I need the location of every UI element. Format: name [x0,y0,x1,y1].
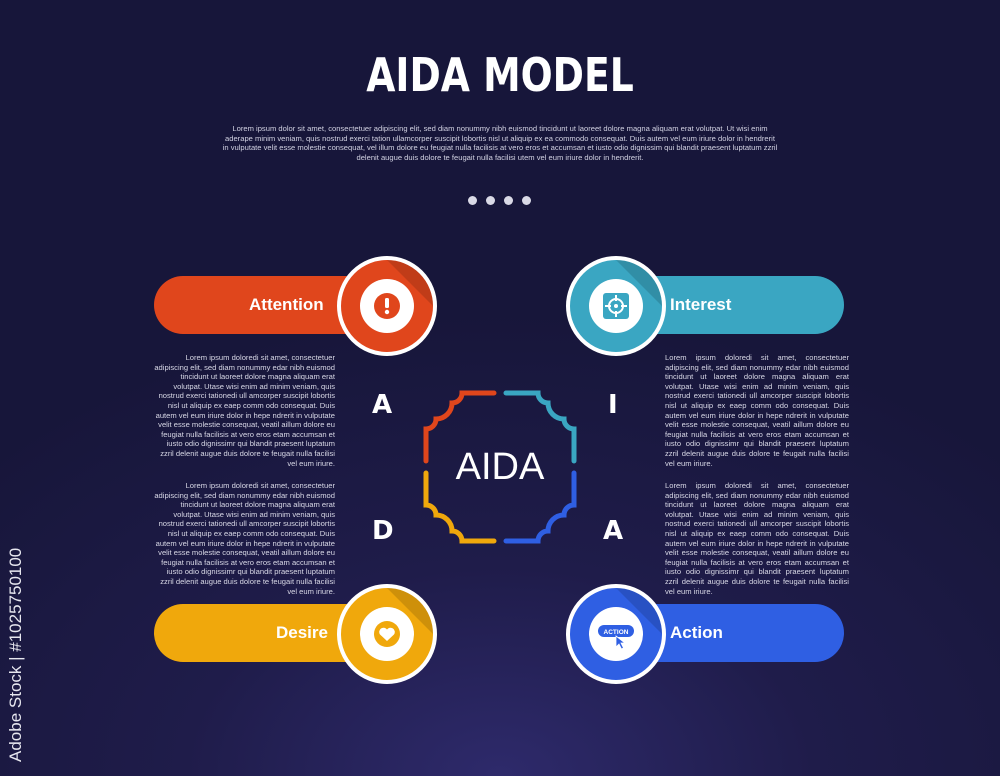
attention-description: Lorem ipsum doloredi sit amet, consectet… [154,353,335,468]
attention-label: Attention [249,295,324,314]
heart-icon [360,607,414,661]
dot [504,196,513,205]
center-label: AIDA [455,446,545,488]
interest-badge [566,256,666,356]
dot [522,196,531,205]
ring-segment-interest [503,390,577,464]
pagination-dots [468,192,540,210]
interest-description: Lorem ipsum doloredi sit amet, consectet… [665,353,849,468]
page-title: AIDA MODEL [366,48,634,102]
desire-label: Desire [276,623,328,642]
action-description: Lorem ipsum doloredi sit amet, consectet… [665,481,849,596]
letter-a-attention: A [372,390,393,420]
intro-text: Lorem ipsum dolor sit amet, consectetuer… [222,124,778,162]
letter-i-interest: I [608,390,618,420]
letter-d-desire: D [372,516,394,546]
letter-a-action: A [603,516,624,546]
ring-segment-desire [423,470,497,544]
stock-id: Adobe Stock | #1025750100 [6,547,25,762]
desire-badge [337,584,437,684]
exclamation-icon [360,279,414,333]
dot [468,196,477,205]
target-icon [589,279,643,333]
desire-description: Lorem ipsum doloredi sit amet, consectet… [154,481,335,596]
action-label: Action [670,623,723,642]
action-badge: ACTION [566,584,666,684]
action-button-icon: ACTION [589,607,643,661]
dot [486,196,495,205]
aida-center-ring [423,390,577,544]
ring-segment-action [503,470,577,544]
action-icon-text: ACTION [604,629,629,636]
interest-label: Interest [670,295,732,314]
ring-segment-attention [423,390,497,464]
attention-badge [337,256,437,356]
